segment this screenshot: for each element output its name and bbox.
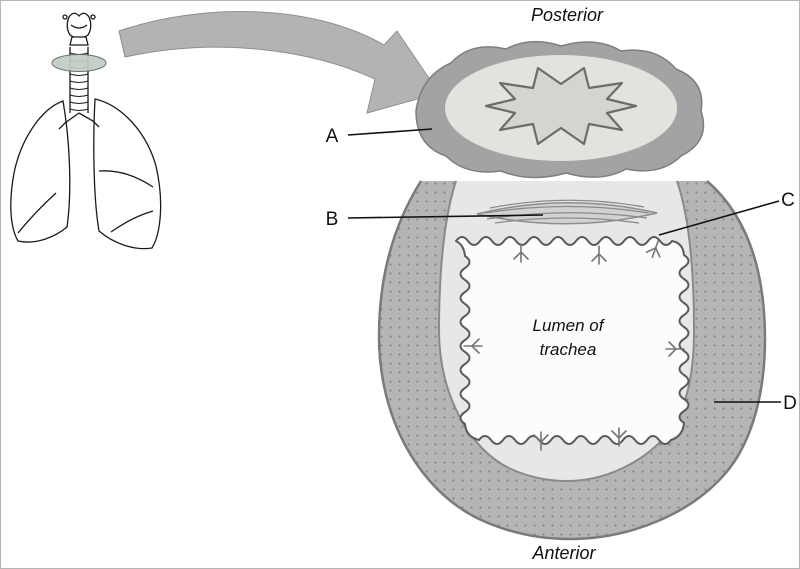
cartilage-outer-edge — [377, 180, 767, 541]
left-lung-fissure — [17, 192, 57, 234]
lumen-caption-line1: Lumen of — [533, 316, 606, 335]
leader-line-b — [347, 214, 544, 219]
trachealis-muscle — [476, 199, 658, 225]
right-lung-fissure-1 — [98, 170, 154, 188]
section-arrow-icon — [118, 11, 440, 114]
marker-a: A — [326, 126, 339, 147]
marker-c: C — [781, 190, 795, 211]
cartilage-ring-texture — [379, 181, 765, 539]
leader-line-c — [658, 200, 780, 236]
section-level-disc — [51, 54, 107, 72]
marker-d: D — [783, 393, 797, 414]
anterior-label: Anterior — [531, 543, 596, 563]
lungs-illustration — [10, 12, 162, 250]
left-lung-outline — [10, 100, 71, 243]
mucosa-lumen — [455, 236, 690, 451]
esophagus — [415, 40, 705, 179]
posterior-label: Posterior — [531, 5, 604, 25]
cartilage-inner-edge — [437, 180, 696, 483]
esophagus-lumen-folds — [484, 66, 638, 146]
right-lung-fissure-2 — [110, 210, 154, 233]
mucosa-wavy-border — [455, 236, 690, 445]
leader-lines — [347, 128, 781, 403]
leader-line-a — [347, 128, 433, 136]
lumen-caption-line2: trachea — [540, 340, 597, 359]
larynx — [62, 12, 96, 46]
muscle-fibers — [484, 199, 650, 224]
marker-b: B — [326, 209, 339, 230]
